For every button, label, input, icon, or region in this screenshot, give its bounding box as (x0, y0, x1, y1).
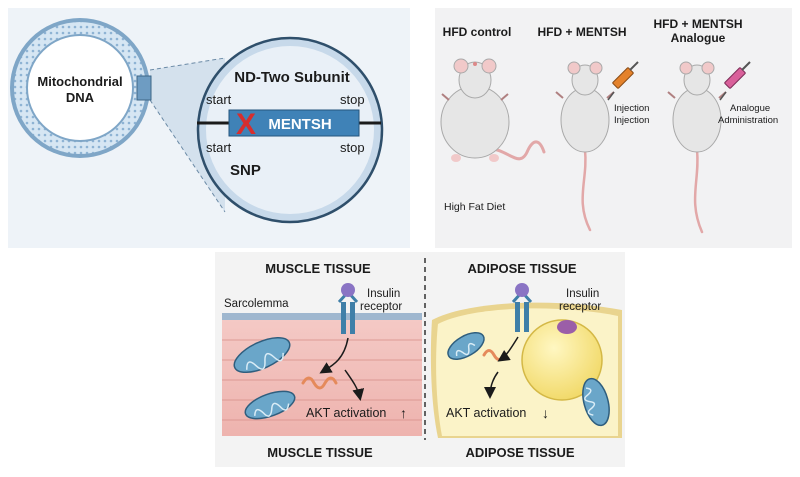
signal-arrow-adipose-2 (484, 371, 499, 399)
snp-label: SNP (230, 162, 261, 179)
group-3-label-line1: HFD + MENTSH (653, 17, 742, 31)
signal-arrow-adipose-1 (497, 336, 519, 362)
gene-name: MENTSH (268, 116, 331, 133)
zoom-line-top (149, 57, 226, 71)
adipose-title-top: ADIPOSE TISSUE (467, 261, 576, 276)
adipose-title-bottom: ADIPOSE TISSUE (465, 445, 574, 460)
sarcolemma-membrane (222, 313, 422, 320)
panel-a: Mitochondrial DNA ND-Two Subunit start s… (8, 8, 410, 248)
diet-label: High Fat Diet (444, 201, 505, 213)
panel-c: MUSCLE TISSUE ADIPOSE TISSUE Sarcolemma … (215, 252, 625, 467)
muscle-title-bottom: MUSCLE TISSUE (267, 445, 373, 460)
group-3-label-line2: Analogue (671, 31, 726, 45)
mitochondrion-adipose-1-icon (447, 332, 485, 360)
mouse-mentsh (555, 61, 615, 232)
insulin-label-right-2: receptor (559, 301, 601, 313)
snp-x-mark: X (236, 108, 256, 141)
stop-label-top: stop (340, 92, 365, 107)
stop-label-bottom: stop (340, 140, 365, 155)
akt-up-arrow: ↑ (400, 405, 407, 421)
mitochondrion-muscle-1-icon (233, 336, 291, 374)
mentsh-peptide-muscle-icon (301, 376, 338, 390)
mouse-analogue (667, 61, 727, 234)
mtdna-ring-inner (26, 34, 134, 142)
signal-arrow-muscle-2 (344, 369, 365, 401)
panel-b: HFD control HFD + MENTSH HFD + MENTSH An… (435, 8, 792, 248)
mouse-hfd-control (440, 58, 546, 162)
analogue-label-2: Administration (718, 115, 778, 126)
gene-title: ND-Two Subunit (234, 69, 350, 86)
mitochondrion-adipose-2-icon (582, 377, 610, 427)
insulin-label-left-2: receptor (360, 301, 402, 313)
insulin-icon-left (341, 283, 355, 297)
insulin-label-right-1: Insulin (566, 288, 599, 300)
gene-locus-box (136, 75, 152, 101)
injection-label-1: Injection (614, 103, 649, 114)
start-label-bottom: start (206, 140, 232, 155)
muscle-title-top: MUSCLE TISSUE (265, 261, 371, 276)
lipid-droplet (521, 319, 603, 401)
group-2-label: HFD + MENTSH (537, 25, 626, 39)
analogue-label-1: Analogue (730, 103, 770, 114)
insulin-receptor-right (511, 283, 533, 332)
syringe-pink-icon (719, 61, 751, 101)
akt-down-arrow: ↓ (542, 405, 549, 421)
syringe-orange-icon (607, 61, 639, 101)
group-1-label: HFD control (443, 25, 512, 39)
ring-label-line2: DNA (66, 90, 95, 105)
insulin-receptor-left (337, 283, 359, 334)
start-label-top: start (206, 92, 232, 107)
zoom-line-bottom (149, 99, 226, 213)
insulin-icon-right (515, 283, 529, 297)
mentsh-gene-box (228, 109, 360, 137)
ring-label-line1: Mitochondrial (37, 74, 122, 89)
mitochondrion-muscle-2-icon (244, 390, 296, 420)
sarcolemma-label: Sarcolemma (224, 298, 289, 310)
nucleus (557, 320, 577, 334)
insulin-label-left-1: Insulin (367, 288, 400, 300)
signal-arrow-muscle-1 (319, 337, 349, 374)
akt-activation-left: AKT activation (306, 406, 386, 420)
akt-activation-right: AKT activation (446, 406, 526, 420)
injection-label-2: Injection (614, 115, 649, 126)
